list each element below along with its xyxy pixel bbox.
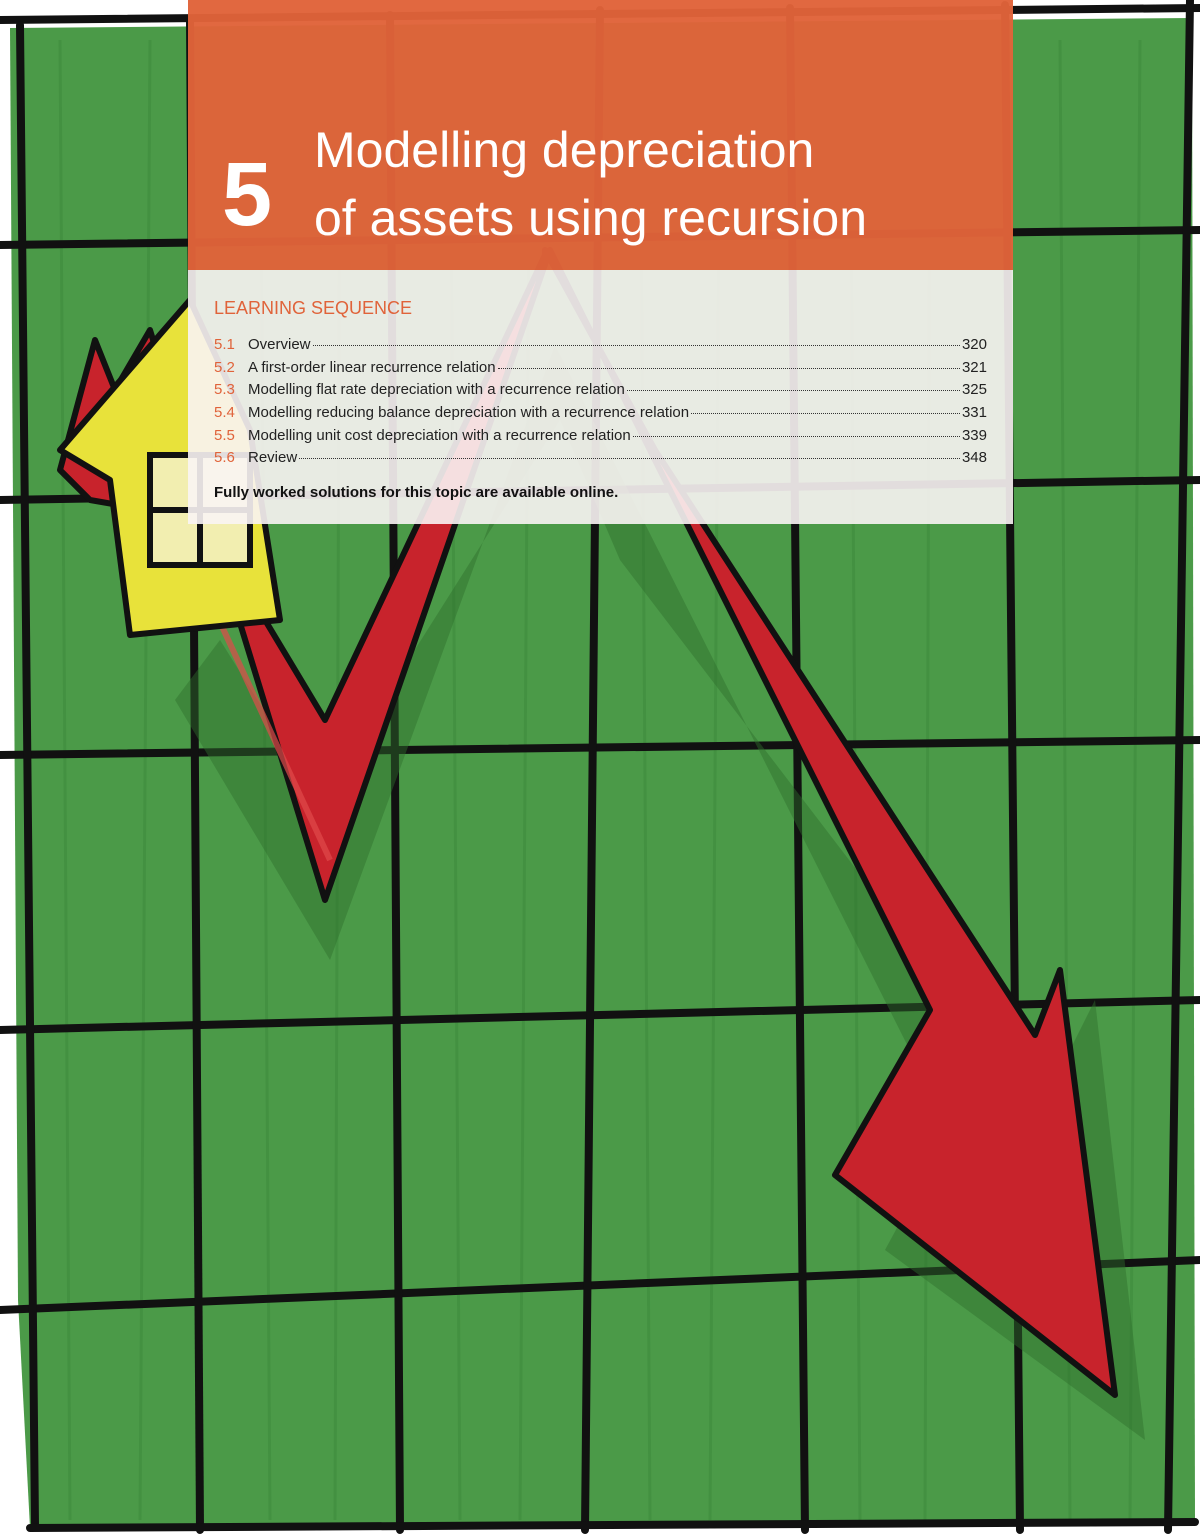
chapter-title-band [188, 0, 1013, 270]
toc-item-number: 5.4 [214, 404, 235, 422]
toc-leader-dots [299, 458, 960, 460]
learning-sequence-box: LEARNING SEQUENCE 5.1 Overview 320 5.2 A… [188, 270, 1013, 524]
falling-arrow-icon [57, 247, 1118, 1398]
toc-item-number: 5.5 [214, 426, 235, 444]
toc-item-number: 5.3 [214, 381, 235, 399]
chapter-number: 5 [222, 145, 273, 245]
chapter-title-line-1: Modelling depreciation [314, 122, 815, 178]
chapter-title-line-2: of assets using recursion [314, 190, 868, 246]
toc-item-5-5[interactable]: 5.5 Modelling unit cost depreciation wit… [214, 427, 987, 450]
toc-item-5-4[interactable]: 5.4 Modelling reducing balance depreciat… [214, 404, 987, 427]
solutions-footnote: Fully worked solutions for this topic ar… [214, 484, 619, 501]
learning-sequence-heading: LEARNING SEQUENCE [214, 298, 413, 318]
toc-item-5-6[interactable]: 5.6 Review 348 [214, 449, 987, 472]
toc-item-label: Modelling flat rate depreciation with a … [248, 381, 625, 399]
toc-item-page: 325 [961, 381, 987, 399]
toc-item-label: Modelling reducing balance depreciation … [248, 404, 690, 422]
toc-item-number: 5.6 [214, 449, 235, 467]
toc-item-label: Modelling unit cost depreciation with a … [248, 426, 631, 444]
toc-leader-dots [497, 367, 960, 369]
toc-leader-dots [312, 345, 960, 346]
toc-item-page: 320 [961, 336, 987, 353]
toc-item-page: 321 [961, 358, 987, 376]
toc-leader-dots [691, 413, 960, 415]
toc-item-page: 348 [961, 449, 987, 467]
toc-item-label: Overview [248, 336, 311, 353]
toc-leader-dots [632, 435, 960, 437]
learning-sequence-list: 5.1 Overview 320 5.2 A first-order linea… [214, 336, 987, 472]
toc-item-label: Review [248, 449, 298, 467]
toc-leader-dots [626, 390, 960, 392]
toc-item-label: A first-order linear recurrence relation [248, 358, 496, 376]
toc-item-number: 5.2 [214, 358, 235, 376]
toc-item-page: 339 [961, 426, 987, 444]
toc-item-5-2[interactable]: 5.2 A first-order linear recurrence rela… [214, 359, 987, 382]
toc-item-number: 5.1 [214, 336, 235, 353]
toc-item-5-1[interactable]: 5.1 Overview 320 [214, 336, 987, 359]
toc-item-page: 331 [961, 404, 987, 422]
toc-item-5-3[interactable]: 5.3 Modelling flat rate depreciation wit… [214, 381, 987, 404]
